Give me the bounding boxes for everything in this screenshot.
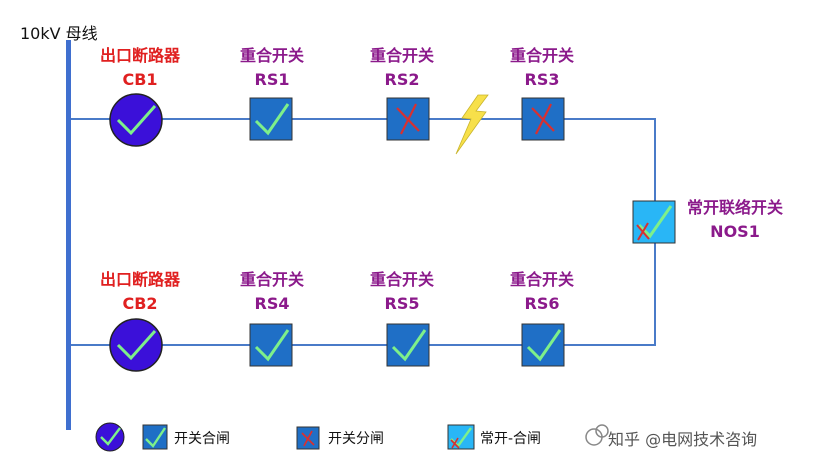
legend-normally-open-symbol — [447, 424, 475, 450]
rs2-name: 重合开关 — [369, 46, 435, 65]
breaker-cb2 — [109, 318, 163, 372]
watermark-logo-icon — [585, 424, 609, 446]
switch-rs6 — [521, 323, 565, 367]
rs4-name: 重合开关 — [239, 270, 305, 289]
cross-icon — [531, 103, 555, 135]
feeder-line-lower — [71, 238, 656, 346]
cb2-id: CB2 — [122, 294, 158, 313]
bus-label: 10kV 母线 — [20, 24, 98, 43]
rs3-name: 重合开关 — [509, 46, 575, 65]
rs6-id: RS6 — [524, 294, 560, 313]
switch-rs1 — [249, 97, 293, 141]
rs1-id: RS1 — [254, 70, 290, 89]
rs6-name: 重合开关 — [509, 270, 575, 289]
switch-nos1 — [632, 200, 676, 244]
legend-open-label: 开关分闸 — [328, 431, 384, 447]
legend-closed-label: 开关合闸 — [174, 431, 230, 447]
feeder-line-upper — [71, 118, 656, 222]
nos1-id: NOS1 — [710, 222, 760, 241]
legend-open-symbol — [296, 426, 320, 450]
watermark-text: 知乎 @电网技术咨询 — [608, 430, 758, 449]
bus-bar — [66, 40, 71, 430]
check-icon — [254, 329, 290, 362]
legend-breaker-symbol — [95, 422, 125, 452]
cross-icon — [636, 222, 650, 241]
cb1-id: CB1 — [122, 70, 158, 89]
check-icon — [526, 329, 562, 362]
legend-normally-open-label: 常开-合闸 — [480, 431, 542, 447]
rs5-name: 重合开关 — [369, 270, 435, 289]
nos1-name: 常开联络开关 — [686, 198, 784, 217]
check-icon — [391, 329, 427, 362]
switch-rs5 — [386, 323, 430, 367]
rs3-id: RS3 — [524, 70, 560, 89]
check-icon — [116, 330, 157, 361]
cb1-name: 出口断路器 — [99, 46, 181, 65]
rs5-id: RS5 — [384, 294, 420, 313]
breaker-cb1 — [109, 93, 163, 147]
switch-rs3 — [521, 97, 565, 141]
rs4-id: RS4 — [254, 294, 290, 313]
check-icon — [116, 105, 157, 136]
cb2-name: 出口断路器 — [99, 270, 181, 289]
cross-icon — [396, 103, 420, 135]
rs1-name: 重合开关 — [239, 46, 305, 65]
check-icon — [254, 103, 290, 136]
switch-rs4 — [249, 323, 293, 367]
fault-lightning-icon — [455, 94, 489, 155]
switch-rs2 — [386, 97, 430, 141]
legend-closed-symbol — [142, 424, 168, 450]
rs2-id: RS2 — [384, 70, 420, 89]
check-icon — [637, 205, 673, 239]
